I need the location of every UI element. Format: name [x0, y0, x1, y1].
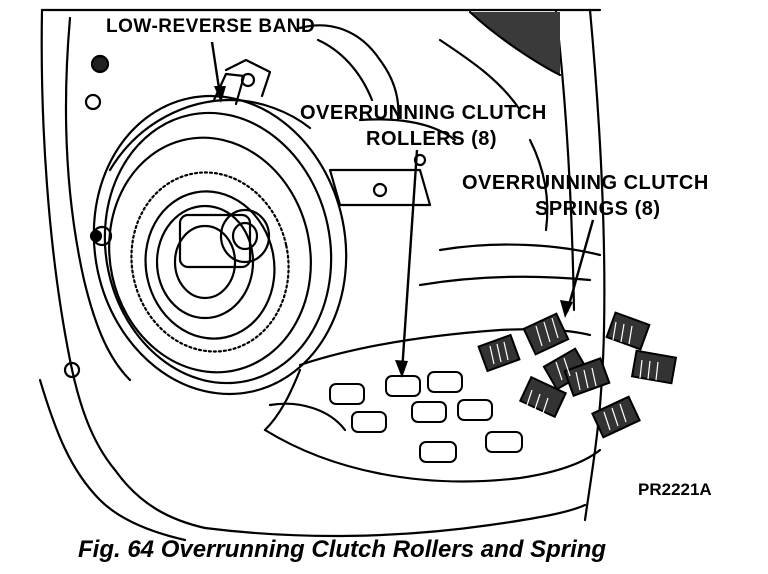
output-shaft — [178, 213, 252, 269]
case-outline-left — [40, 8, 207, 530]
case-boss-6 — [372, 182, 388, 198]
reverse-band-inner — [103, 111, 333, 385]
arrowhead-low-reverse-band — [214, 86, 226, 103]
roller-7 — [419, 441, 457, 463]
case-outline-bottom — [203, 503, 587, 538]
roller-8 — [485, 431, 523, 453]
shaft-bore — [231, 221, 259, 251]
roller-2 — [385, 375, 421, 397]
label-rollers-line2: ROLLERS (8) — [366, 128, 498, 150]
case-boss-7 — [413, 153, 427, 167]
case-boss-1 — [84, 93, 102, 111]
drum-gear-ring — [130, 171, 290, 353]
hub-outer — [155, 204, 255, 320]
roller-3 — [427, 371, 463, 393]
band-strap — [108, 98, 312, 172]
case-lower-left — [38, 378, 187, 542]
figure-id: PR2221A — [638, 480, 712, 499]
label-low-reverse-band: LOW-REVERSE BAND — [106, 16, 316, 37]
linkage-2 — [316, 38, 374, 102]
spring-8 — [591, 395, 641, 439]
drum-gear-ring-inner — [144, 190, 276, 340]
spring-3 — [605, 311, 651, 351]
roller-race-lower — [263, 428, 602, 483]
roller-1 — [329, 383, 365, 405]
housing-shade — [470, 12, 560, 75]
label-springs-line1: OVERRUNNING CLUTCH — [462, 172, 709, 194]
linkage-4 — [358, 118, 457, 142]
linkage-1 — [298, 24, 400, 122]
case-inner-rim — [65, 16, 132, 382]
leader-rollers — [400, 149, 419, 373]
bed-surface — [438, 243, 602, 257]
figure-caption: Fig. 64 Overrunning Clutch Rollers and S… — [78, 536, 607, 563]
linkage-7 — [528, 138, 549, 232]
arrowhead-springs — [560, 300, 573, 318]
linkage-6 — [438, 38, 522, 112]
bed-edge — [418, 275, 592, 287]
shaft-end — [219, 208, 271, 264]
reverse-band-outer — [92, 94, 348, 396]
plate-left — [268, 402, 347, 432]
case-bolt — [90, 54, 110, 74]
housing-shade-edge — [468, 10, 562, 77]
label-springs-line2: SPRINGS (8) — [535, 198, 661, 220]
case-outline-right — [583, 8, 606, 522]
roller-5 — [411, 401, 447, 423]
roller-4 — [351, 411, 387, 433]
case-boss-4 — [63, 361, 81, 379]
spring-5 — [563, 357, 611, 397]
leader-springs — [565, 219, 595, 313]
linkage-5 — [224, 58, 272, 98]
spring-2 — [522, 312, 570, 356]
hub-inner — [173, 224, 237, 300]
spring-6 — [630, 349, 678, 385]
drum-face — [108, 136, 312, 374]
arrowhead-rollers — [395, 360, 408, 378]
label-rollers-line1: OVERRUNNING CLUTCH — [300, 102, 547, 124]
linkage-3 — [328, 168, 432, 207]
case-boss-3 — [89, 229, 103, 243]
spring-7 — [518, 375, 568, 419]
roller-6 — [457, 399, 493, 421]
spring-coil-lines — [489, 317, 659, 431]
